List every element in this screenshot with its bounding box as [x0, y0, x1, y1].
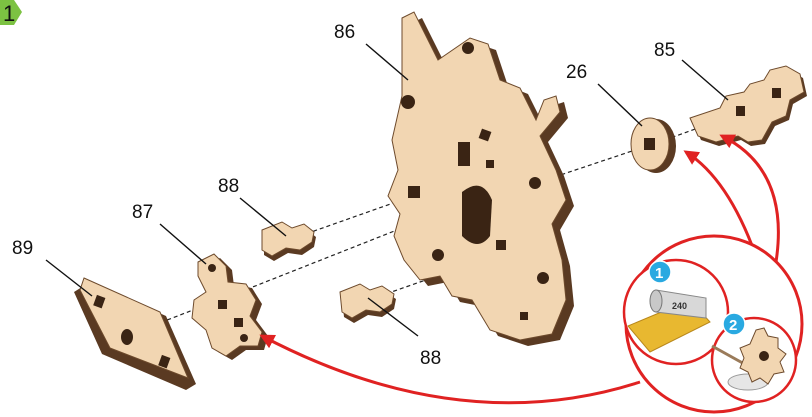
part-87: [192, 254, 268, 360]
part-26: [631, 118, 676, 173]
part-85: [690, 66, 807, 146]
part-89: [74, 278, 196, 390]
sandpaper-grit: 240: [672, 301, 687, 311]
detail-circle: 240 1 2: [624, 236, 802, 412]
label-89: 89: [12, 238, 33, 259]
label-85: 85: [654, 40, 675, 61]
label-26: 26: [566, 62, 587, 83]
label-87: 87: [132, 202, 153, 223]
step-tab: 1: [0, 0, 22, 26]
part-88-lower: [340, 284, 396, 323]
part-86: [388, 12, 574, 346]
badge-1: 1: [649, 261, 671, 283]
step-number: 1: [3, 1, 15, 26]
label-86: 86: [334, 22, 355, 43]
label-88-top: 88: [218, 176, 239, 197]
label-88-bottom: 88: [420, 348, 441, 369]
badge-2: 2: [723, 313, 745, 335]
badge-1-text: 1: [655, 265, 663, 282]
badge-2-text: 2: [729, 317, 737, 334]
part-88-upper: [262, 222, 316, 261]
